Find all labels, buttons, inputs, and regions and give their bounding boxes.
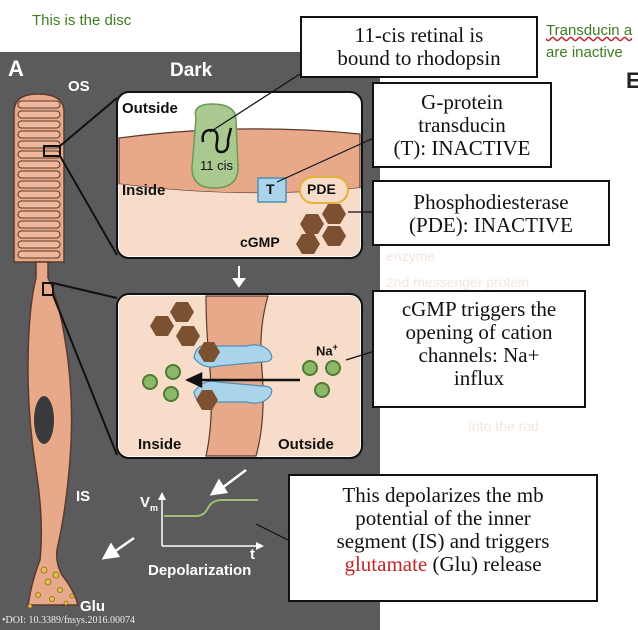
cgmp-molecules bbox=[150, 302, 220, 410]
depolarization-graph bbox=[158, 492, 264, 550]
second-messenger-faint-note: 2nd messenger protein bbox=[386, 274, 530, 290]
retinal-callout: 11-cis retinal is bound to rhodopsin bbox=[300, 16, 538, 78]
zoom-line bbox=[59, 155, 118, 256]
disc-detail-panel bbox=[116, 91, 363, 259]
pde-box bbox=[299, 176, 349, 204]
cgmp-callout: cGMP triggers the opening of cation chan… bbox=[372, 290, 586, 408]
transducin-callout: G-protein transducin (T): INACTIVE bbox=[372, 82, 552, 168]
pde-label: PDE bbox=[307, 181, 336, 197]
channel-outside-label: Outside bbox=[278, 436, 334, 453]
sodium-charge: + bbox=[332, 342, 338, 352]
time-axis-label: t bbox=[250, 546, 255, 563]
rhodopsin bbox=[191, 103, 239, 189]
disc-outside-label: Outside bbox=[122, 100, 178, 117]
callout-line: G-protein bbox=[421, 90, 503, 114]
glu-label: Glu bbox=[80, 598, 105, 615]
disc-note: This is the disc bbox=[32, 12, 132, 29]
callout-line: glutamate (Glu) release bbox=[290, 553, 596, 576]
sodium-ions bbox=[142, 360, 341, 402]
callout-line: (PDE): INACTIVE bbox=[409, 213, 573, 237]
zoom-line bbox=[59, 97, 118, 147]
cgmp-molecules bbox=[296, 204, 346, 254]
right-down-arrow-icon bbox=[209, 469, 247, 496]
callout-line: channels: Na+ bbox=[418, 343, 540, 367]
vm-axis-sub: m bbox=[150, 503, 159, 513]
disc-inside-label: Inside bbox=[122, 182, 166, 199]
callout-line: potential of the inner bbox=[355, 506, 531, 530]
transducin-note-line2: are inactive bbox=[546, 44, 623, 61]
callout-line: bound to rhodopsin bbox=[337, 46, 501, 70]
synaptic-vesicles bbox=[27, 566, 75, 609]
retinal-label: 11 cis bbox=[200, 158, 233, 173]
callout-line: Phosphodiesterase bbox=[413, 190, 569, 214]
channel-detail-panel bbox=[116, 293, 363, 459]
callout-line: cGMP triggers the bbox=[401, 297, 557, 321]
sodium-text: Na bbox=[316, 343, 333, 359]
callout-line: (T): INACTIVE bbox=[393, 136, 531, 160]
callout-line: 11-cis retinal is bbox=[354, 23, 484, 47]
rod-inner-segment-body bbox=[27, 261, 79, 606]
retinal-chain-icon bbox=[201, 127, 233, 154]
left-down-arrow-icon bbox=[101, 536, 135, 560]
influx-arrow-icon bbox=[185, 372, 300, 388]
callout-line: influx bbox=[453, 366, 505, 390]
transducin-label: T bbox=[266, 181, 275, 197]
rod-discs bbox=[17, 100, 61, 259]
vm-axis-label: Vm bbox=[140, 494, 158, 513]
edge-letter: E bbox=[626, 68, 638, 93]
sodium-label: Na+ bbox=[316, 342, 338, 358]
into-rod-faint-note: Into the rod bbox=[468, 418, 539, 434]
depolarization-caption: Depolarization bbox=[148, 562, 252, 579]
panel-letter: A bbox=[8, 56, 24, 81]
depolarization-callout: This depolarizes the mb potential of the… bbox=[288, 474, 598, 602]
channel-inside-label: Inside bbox=[138, 436, 182, 453]
rod-nucleus bbox=[34, 396, 54, 444]
vm-trace bbox=[164, 499, 258, 517]
vm-axis-letter: V bbox=[140, 494, 151, 511]
doi-text: •DOI: 10.3389/fnsys.2016.00074 bbox=[2, 615, 135, 626]
zoom-line bbox=[52, 294, 118, 456]
glutamate-rest: (Glu) release bbox=[427, 552, 542, 576]
pde-callout: Phosphodiesterase (PDE): INACTIVE bbox=[372, 180, 610, 246]
transducin-note-line1: Transducin a bbox=[546, 22, 633, 39]
membrane-zoom-marker bbox=[42, 282, 54, 296]
dark-label: Dark bbox=[170, 60, 213, 81]
enzyme-faint-note: enzyme bbox=[386, 248, 436, 264]
callout-line: segment (IS) and triggers bbox=[336, 529, 550, 553]
callout-line: opening of cation bbox=[405, 320, 553, 344]
callout-line: This depolarizes the mb bbox=[342, 483, 544, 507]
phototransduction-figure bbox=[0, 52, 380, 630]
is-label: IS bbox=[76, 488, 91, 505]
callout-line: transducin bbox=[418, 113, 506, 137]
disc-zoom-marker bbox=[43, 145, 61, 157]
glutamate-word: glutamate bbox=[344, 552, 428, 576]
os-label: OS bbox=[68, 78, 90, 95]
down-arrow-icon bbox=[232, 266, 246, 288]
cgmp-label: cGMP bbox=[240, 234, 280, 250]
transducin-box bbox=[257, 177, 287, 203]
zoom-line bbox=[52, 282, 118, 299]
